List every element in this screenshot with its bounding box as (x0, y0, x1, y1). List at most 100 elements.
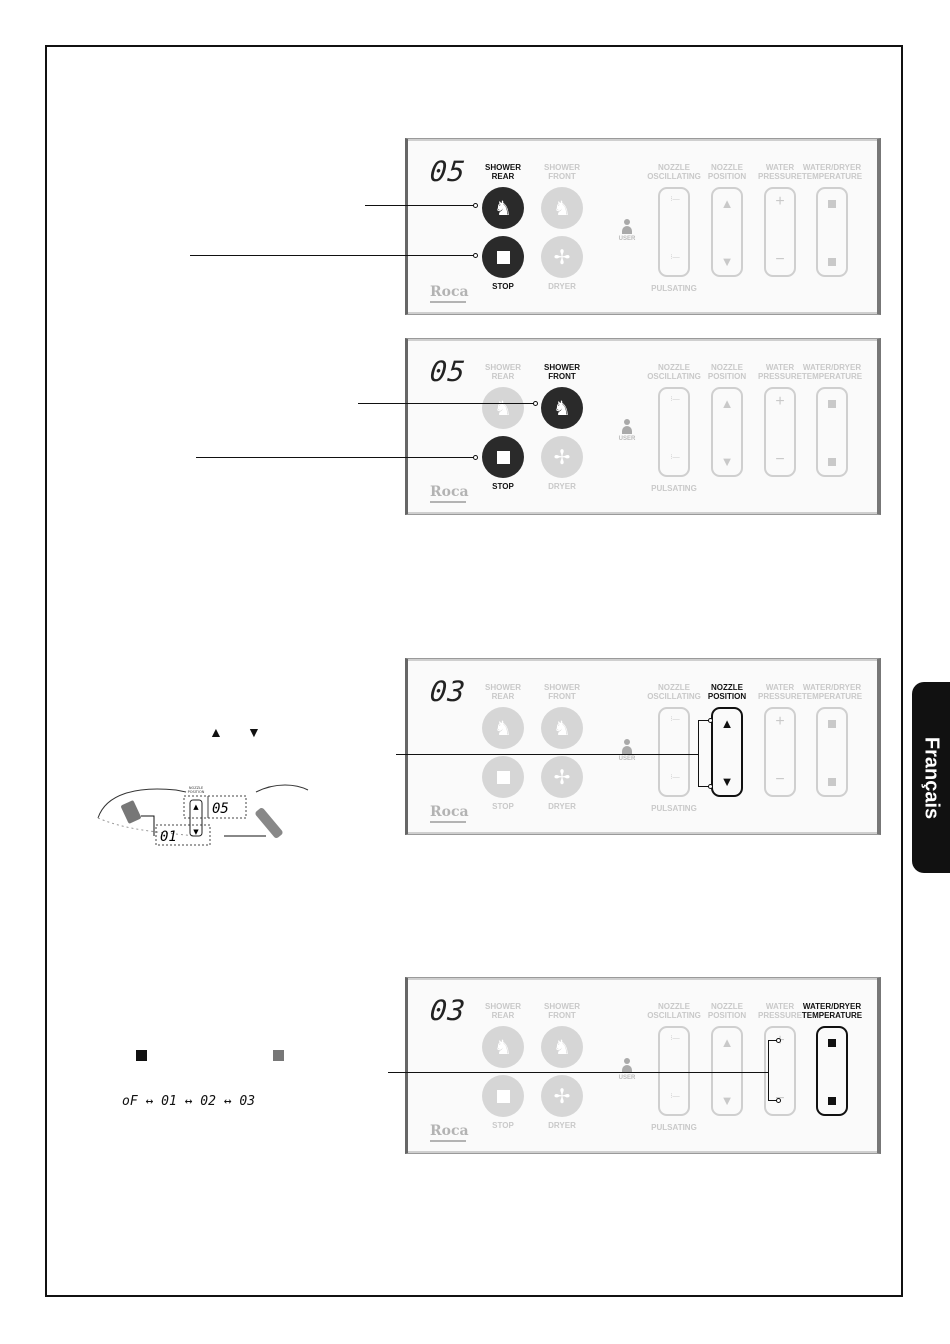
leader-line (768, 1038, 781, 1043)
dryer-button[interactable]: ✢ (541, 1075, 583, 1117)
shower-rear-button[interactable]: ♞ (482, 187, 524, 229)
stop-button[interactable] (482, 1075, 524, 1117)
shower-front-button[interactable]: ♞ (541, 387, 583, 429)
temperature-high-square-icon (273, 1050, 284, 1061)
water-pressure-control[interactable]: +− (764, 387, 796, 477)
label-stop: STOP (492, 282, 514, 291)
stop-button[interactable] (482, 756, 524, 798)
dryer-button[interactable]: ✢ (541, 236, 583, 278)
temperature-low-square-icon (136, 1050, 147, 1061)
nozzle-position-control[interactable]: ▲▼ (711, 1026, 743, 1116)
stop-square-icon (496, 450, 510, 464)
plus-icon[interactable]: + (775, 193, 785, 210)
language-tab[interactable]: Français (912, 682, 950, 873)
roca-logo: Roca (430, 804, 469, 823)
temperature-high-icon[interactable] (828, 720, 836, 728)
oscillating-wave-icon: ⁝— (670, 716, 680, 723)
roca-logo: Roca (430, 1123, 469, 1142)
temperature-low-icon[interactable] (828, 1097, 836, 1105)
nozzle-up-icon[interactable]: ▲ (720, 396, 734, 411)
pulsating-wave-icon: ⁝— (670, 254, 680, 261)
water-pressure-control[interactable]: +− (764, 187, 796, 277)
nozzle-oscillating-control[interactable]: ⁝— ⁝— (658, 187, 690, 277)
nozzle-down-icon[interactable]: ▼ (720, 254, 734, 269)
shower-rear-icon: ♞ (494, 1036, 512, 1059)
panel-display: 05 (428, 155, 468, 188)
nozzle-position-control[interactable]: ▲▼ (711, 187, 743, 277)
temperature-high-icon[interactable] (828, 200, 836, 208)
shower-rear-button[interactable]: ♞ (482, 387, 524, 429)
nozzle-oscillating-control[interactable]: ⁝— ⁝— (658, 707, 690, 797)
nozzle-up-icon[interactable]: ▲ (720, 716, 734, 731)
user-label: USER (618, 756, 636, 762)
shower-front-button[interactable]: ♞ (541, 1026, 583, 1068)
stop-button[interactable] (482, 436, 524, 478)
nozzle-down-icon[interactable]: ▼ (720, 774, 734, 789)
dryer-button[interactable]: ✢ (541, 756, 583, 798)
temperature-high-icon[interactable] (828, 400, 836, 408)
user-icon (624, 219, 630, 225)
plus-icon[interactable]: + (775, 393, 785, 410)
oscillating-wave-icon: ⁝— (670, 196, 680, 203)
nozzle-oscillating-control[interactable]: ⁝— ⁝— (658, 1026, 690, 1116)
nozzle-display-top: 05 (212, 801, 229, 817)
nozzle-down-icon[interactable]: ▼ (720, 1093, 734, 1108)
nozzle-up-icon[interactable]: ▲ (720, 196, 734, 211)
label-nozzle-osc: NOZZLE OSCILLATING (647, 683, 701, 701)
label-pulsating: PULSATING (651, 484, 697, 493)
label-shower-rear: SHOWER REAR (485, 683, 521, 701)
pulsating-wave-icon: ⁝— (670, 454, 680, 461)
minus-icon[interactable]: − (775, 771, 785, 788)
dryer-button[interactable]: ✢ (541, 436, 583, 478)
shower-front-icon: ♞ (553, 197, 571, 220)
user-label: USER (618, 1075, 636, 1081)
temperature-high-icon[interactable] (828, 1039, 836, 1047)
plus-icon[interactable]: + (775, 713, 785, 730)
shower-rear-icon: ♞ (494, 397, 512, 420)
minus-icon[interactable]: − (775, 251, 785, 268)
leader-line (698, 784, 713, 789)
user-button[interactable]: USER (615, 1058, 639, 1081)
minus-icon[interactable]: − (775, 451, 785, 468)
temperature-low-icon[interactable] (828, 458, 836, 466)
oscillating-wave-icon: ⁝— (670, 1035, 680, 1042)
water-temperature-control[interactable] (816, 1026, 848, 1116)
user-button[interactable]: USER (615, 219, 639, 242)
nozzle-down-icon[interactable]: ▼ (720, 454, 734, 469)
user-button[interactable]: USER (615, 419, 639, 442)
nozzle-oscillating-control[interactable]: ⁝—⁝— (658, 387, 690, 477)
nozzle-up-icon[interactable]: ▲ (720, 1035, 734, 1050)
pulsating-wave-icon: ⁝— (670, 1093, 680, 1100)
nozzle-display-bottom: 01 (160, 829, 177, 845)
label-shower-front: SHOWER FRONT (544, 1002, 580, 1020)
user-icon (624, 1058, 630, 1064)
water-temperature-control[interactable] (816, 187, 848, 277)
water-temperature-control[interactable] (816, 707, 848, 797)
label-nozzle-osc: NOZZLE OSCILLATING (647, 363, 701, 381)
nozzle-position-control[interactable]: ▲▼ (711, 387, 743, 477)
nozzle-position-control[interactable]: ▲▼ (711, 707, 743, 797)
label-pulsating: PULSATING (651, 804, 697, 813)
user-icon (624, 419, 630, 425)
temperature-low-icon[interactable] (828, 778, 836, 786)
shower-rear-button[interactable]: ♞ (482, 707, 524, 749)
stop-square-icon (496, 770, 510, 784)
water-temperature-control[interactable] (816, 387, 848, 477)
shower-front-button[interactable]: ♞ (541, 707, 583, 749)
leader-line (698, 718, 713, 723)
label-dryer: DRYER (548, 482, 576, 491)
svg-text:▼: ▼ (193, 828, 199, 836)
user-button[interactable]: USER (615, 739, 639, 762)
shower-rear-button[interactable]: ♞ (482, 1026, 524, 1068)
temperature-low-icon[interactable] (828, 258, 836, 266)
leader-line (365, 203, 478, 208)
water-pressure-control[interactable]: +− (764, 707, 796, 797)
svg-text:NOZZLE: NOZZLE (189, 786, 203, 790)
pulsating-wave-icon: ⁝— (670, 774, 680, 781)
shower-front-button[interactable]: ♞ (541, 187, 583, 229)
leader-line (768, 1098, 781, 1103)
shower-front-icon: ♞ (553, 397, 571, 420)
stop-button[interactable] (482, 236, 524, 278)
stop-square-icon (496, 250, 510, 264)
